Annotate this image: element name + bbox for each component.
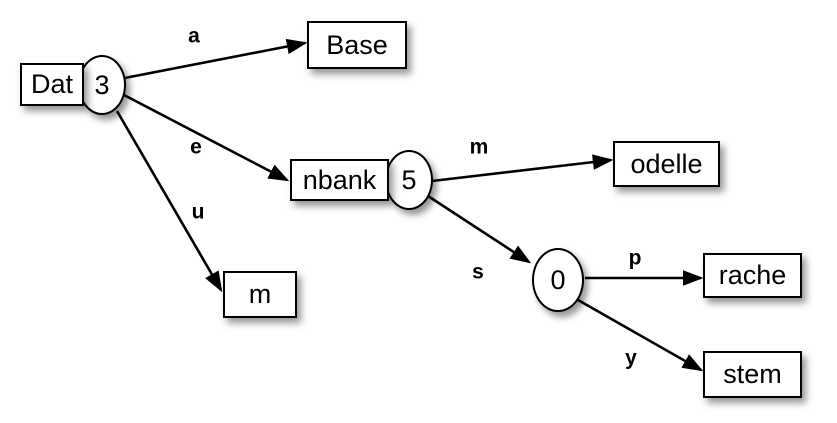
node-m_box-rect[interactable]: m: [223, 271, 297, 318]
edge-label-y: y: [625, 346, 637, 370]
node-rache-label: rache: [718, 260, 787, 290]
node-nbank5[interactable]: 5 nbank: [290, 150, 433, 210]
node-rache-rect[interactable]: rache: [703, 253, 802, 298]
node-odelle-label: odelle: [630, 148, 703, 179]
edge-label-u: u: [191, 200, 205, 224]
node-stem-label: stem: [723, 359, 782, 389]
node-zero-ellipse[interactable]: 0: [532, 248, 584, 312]
node-odelle[interactable]: odelle: [613, 141, 720, 187]
edge-y: [577, 298, 704, 372]
node-m_box-label: m: [248, 279, 272, 309]
node-nbank5-ellipse-label: 5: [401, 164, 417, 195]
edge-a: [124, 38, 308, 80]
node-dat3-rect[interactable]: Dat: [20, 63, 84, 106]
node-dat3-ellipse-label: 3: [94, 69, 110, 100]
edge-m: [431, 154, 614, 183]
node-zero-label: 0: [550, 264, 566, 295]
node-base[interactable]: Base: [307, 21, 407, 69]
node-stem-rect[interactable]: stem: [703, 351, 802, 398]
edge-label-e: e: [190, 135, 202, 159]
node-odelle-rect[interactable]: odelle: [613, 141, 720, 187]
edge-label-a: a: [188, 24, 200, 48]
node-zero[interactable]: 0: [532, 248, 584, 312]
node-dat3-rect-label: Dat: [30, 69, 74, 99]
node-stem[interactable]: stem: [703, 351, 802, 398]
edge-label-s: s: [472, 260, 484, 284]
node-base-label: Base: [326, 29, 388, 60]
edge-label-m: m: [469, 135, 489, 159]
edge-label-p: p: [628, 246, 642, 270]
node-dat3[interactable]: 3 Dat: [20, 55, 126, 115]
edge-u: [115, 110, 223, 293]
node-base-rect[interactable]: Base: [307, 21, 407, 69]
node-nbank5-rect[interactable]: nbank: [290, 159, 389, 201]
edge-s: [427, 194, 532, 264]
node-nbank5-rect-label: nbank: [302, 164, 377, 195]
node-m_box[interactable]: m: [223, 271, 297, 318]
node-rache[interactable]: rache: [703, 253, 802, 298]
node-dat3-ellipse[interactable]: 3: [78, 55, 126, 115]
node-nbank5-ellipse[interactable]: 5: [385, 150, 433, 210]
edge-e: [123, 93, 290, 182]
